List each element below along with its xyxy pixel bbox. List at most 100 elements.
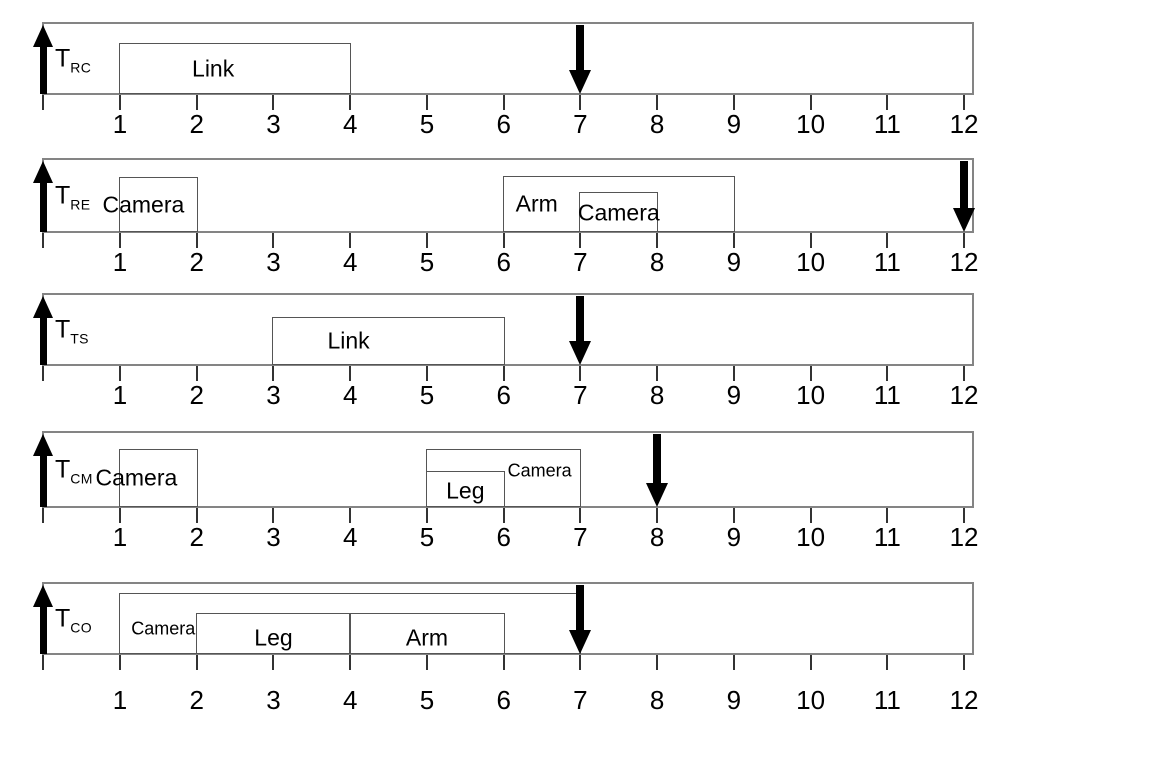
task-symbol: T xyxy=(55,181,71,209)
tick-label: 9 xyxy=(726,247,742,277)
tick-mark xyxy=(349,366,352,381)
tick-mark xyxy=(579,366,582,381)
tick-mark xyxy=(42,508,45,523)
task-subscript: RC xyxy=(70,59,92,75)
tick-label: 12 xyxy=(949,109,979,139)
tick-label: 4 xyxy=(342,109,358,139)
tick-label: 8 xyxy=(649,109,665,139)
task-symbol: T xyxy=(55,44,71,72)
tick-mark xyxy=(425,95,428,110)
tick-mark xyxy=(963,95,966,110)
block-label: Link xyxy=(192,55,235,81)
tick-mark xyxy=(963,655,966,670)
tick-label: 5 xyxy=(419,522,435,552)
tick-label: 11 xyxy=(873,522,901,552)
tick-label: 2 xyxy=(189,522,204,552)
task-label-TRC: TRC xyxy=(55,44,92,75)
tick-mark xyxy=(425,366,428,381)
tick-label: 9 xyxy=(726,522,742,552)
block-label: Leg xyxy=(254,624,293,650)
tick-mark xyxy=(195,95,198,110)
task-subscript: RE xyxy=(70,196,91,212)
tick-label: 2 xyxy=(189,380,204,410)
block-label: Camera xyxy=(507,460,572,481)
tick-mark xyxy=(119,95,122,110)
tick-mark xyxy=(886,95,889,110)
block-label: Camera xyxy=(131,618,196,638)
deadline-arrow-icon xyxy=(646,434,669,507)
tick-label: 8 xyxy=(649,685,665,715)
tick-label: 11 xyxy=(873,685,901,715)
tick-mark xyxy=(579,233,582,248)
execution-block xyxy=(195,613,352,654)
tick-label: 6 xyxy=(496,685,511,715)
block-label: Leg xyxy=(446,477,485,504)
tick-label: 12 xyxy=(949,247,979,277)
tick-mark xyxy=(809,366,812,381)
tick-label: 4 xyxy=(342,522,358,552)
block-label: Arm xyxy=(405,624,449,650)
task-subscript: CO xyxy=(70,619,92,635)
tick-label: 8 xyxy=(649,380,665,410)
tick-mark xyxy=(425,655,428,670)
tick-mark xyxy=(119,655,122,670)
tick-mark xyxy=(119,508,122,523)
tick-label: 7 xyxy=(573,685,588,715)
execution-block xyxy=(119,43,352,94)
tick-mark xyxy=(272,366,275,381)
tick-mark xyxy=(272,95,275,110)
execution-block xyxy=(579,192,659,232)
tick-label: 12 xyxy=(949,380,979,410)
execution-block xyxy=(119,177,198,232)
tick-mark xyxy=(656,95,659,110)
tick-label: 8 xyxy=(649,522,665,552)
tick-label: 4 xyxy=(342,685,358,715)
deadline-arrow-icon xyxy=(569,296,592,365)
tick-label: 1 xyxy=(112,247,128,277)
execution-block xyxy=(272,317,505,365)
block-label: Camera xyxy=(577,199,660,226)
tick-mark xyxy=(963,366,966,381)
tick-mark xyxy=(502,233,505,248)
release-arrow-icon xyxy=(32,25,54,94)
deadline-arrow-icon xyxy=(569,585,592,654)
tick-label: 3 xyxy=(266,685,281,715)
tick-label: 11 xyxy=(873,109,901,139)
tick-label: 9 xyxy=(726,380,742,410)
tick-label: 6 xyxy=(496,522,511,552)
release-arrow-icon xyxy=(32,585,54,654)
tick-label: 5 xyxy=(419,685,435,715)
task-symbol: T xyxy=(55,604,71,632)
tick-label: 9 xyxy=(726,109,742,139)
block-label: Arm xyxy=(515,190,558,217)
tick-mark xyxy=(732,655,735,670)
tick-label: 5 xyxy=(419,109,435,139)
tick-label: 5 xyxy=(419,380,435,410)
deadline-arrow-icon xyxy=(569,25,592,94)
tick-mark xyxy=(195,508,198,523)
tick-label: 2 xyxy=(189,685,204,715)
tick-mark xyxy=(809,233,812,248)
execution-block xyxy=(119,449,198,507)
tick-label: 10 xyxy=(796,247,826,277)
tick-mark xyxy=(963,233,966,248)
tick-label: 7 xyxy=(573,522,588,552)
tick-label: 7 xyxy=(573,380,588,410)
tick-mark xyxy=(656,233,659,248)
tick-label: 4 xyxy=(342,247,358,277)
tick-label: 11 xyxy=(873,247,901,277)
task-label-TRE: TRE xyxy=(55,181,91,212)
tick-mark xyxy=(886,508,889,523)
tick-mark xyxy=(195,366,198,381)
tick-mark xyxy=(502,655,505,670)
block-label: Camera xyxy=(102,191,185,217)
task-subscript: CM xyxy=(70,470,93,486)
tick-label: 3 xyxy=(266,109,281,139)
tick-mark xyxy=(502,95,505,110)
tick-mark xyxy=(579,508,582,523)
task-subscript: TS xyxy=(70,330,89,346)
tick-mark xyxy=(42,366,45,381)
tick-mark xyxy=(272,655,275,670)
tick-mark xyxy=(195,655,198,670)
